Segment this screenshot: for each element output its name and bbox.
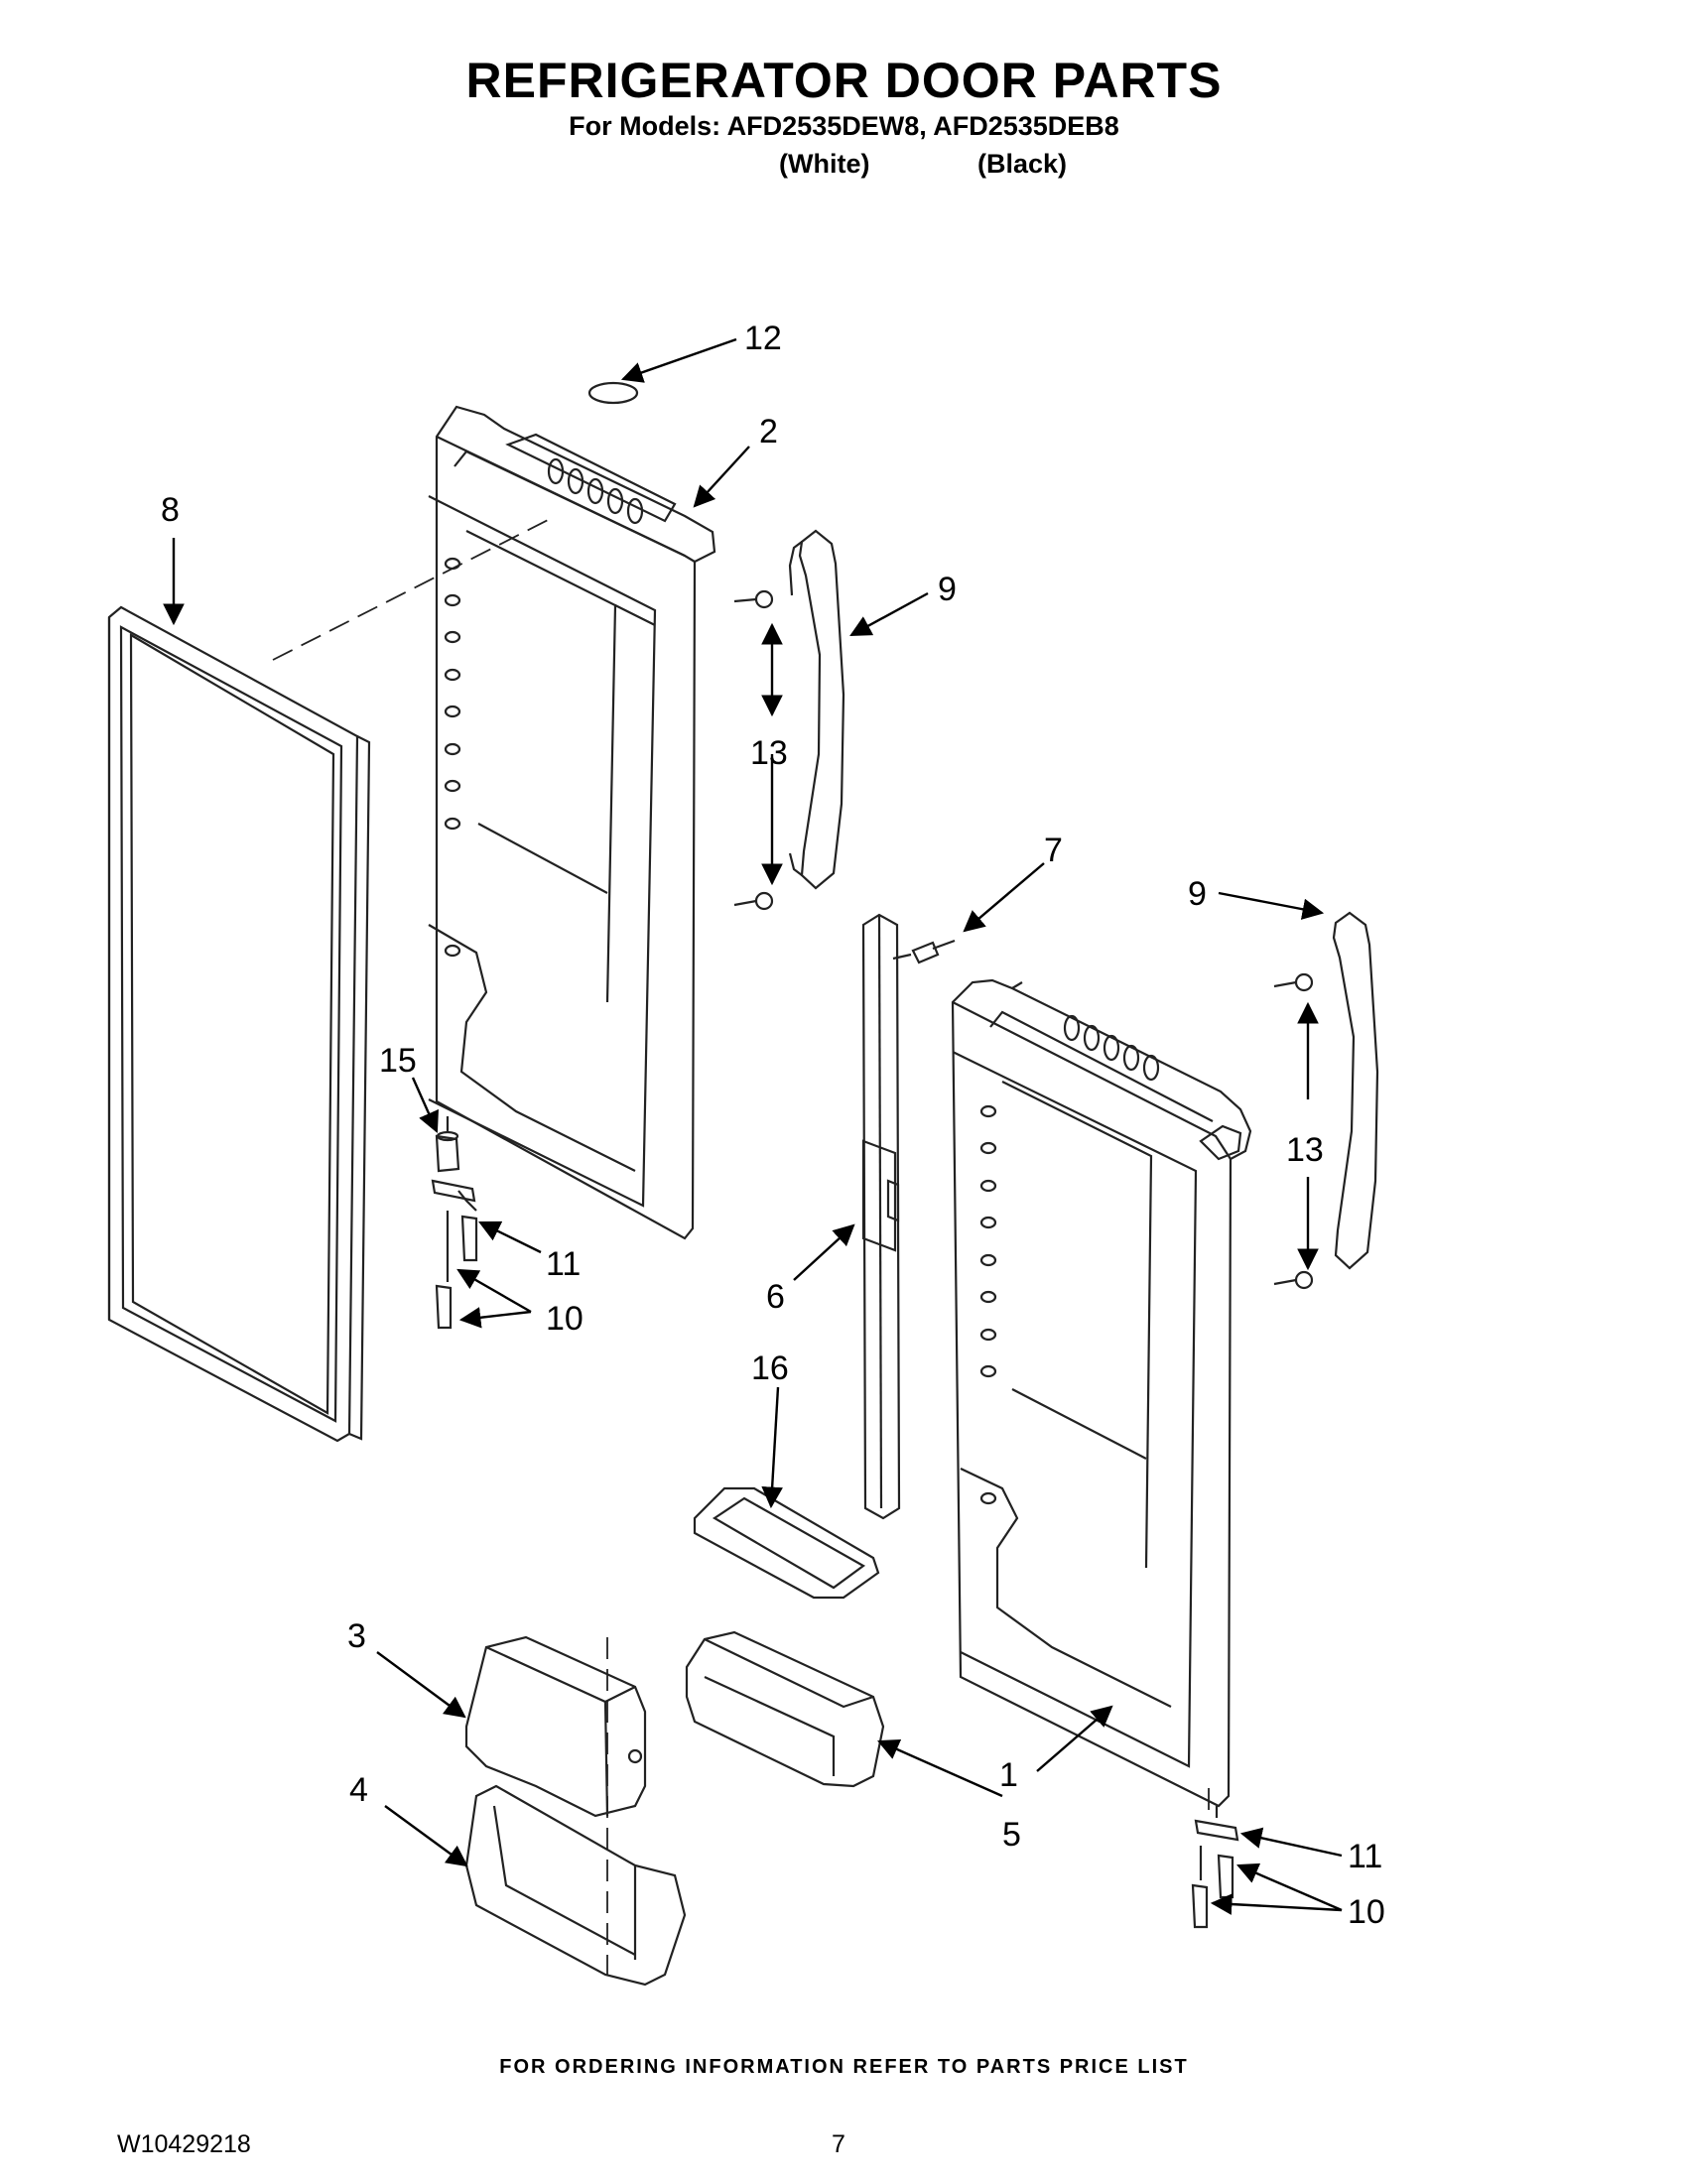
callout-13-right: 13 <box>1286 1131 1324 1169</box>
document-number: W10429218 <box>117 2130 251 2158</box>
bin-cover-part <box>464 1635 647 1818</box>
right-handle-screws <box>1273 972 1314 1290</box>
plug-part <box>587 381 639 405</box>
door-gasket-part <box>107 605 371 1443</box>
ordering-note: FOR ORDERING INFORMATION REFER TO PARTS … <box>499 2056 1189 2078</box>
callout-12: 12 <box>744 320 782 357</box>
models-line: For Models: AFD2535DEW8, AFD2535DEB8 <box>569 111 1119 141</box>
left-hinge-assembly <box>431 1116 478 1330</box>
callout-10-right: 10 <box>1348 1893 1385 1931</box>
right-door-shelf-studs <box>979 1104 997 1505</box>
leader-arrows <box>163 337 1343 1915</box>
callout-6: 6 <box>766 1278 785 1316</box>
shelf-part <box>693 1486 880 1600</box>
callout-3: 3 <box>347 1617 366 1655</box>
callout-13-left: 13 <box>750 734 788 772</box>
right-door-part <box>951 978 1252 1808</box>
callout-7: 7 <box>1044 832 1063 869</box>
left-door-shelf-studs <box>444 557 461 958</box>
mullion-part <box>861 913 901 1520</box>
callout-11-left: 11 <box>546 1245 581 1283</box>
door-bin-part <box>464 1784 687 1987</box>
callout-9-upper: 9 <box>938 571 957 608</box>
alignment-lines <box>272 515 1210 1975</box>
callout-15: 15 <box>379 1042 417 1080</box>
callout-1: 1 <box>999 1756 1018 1794</box>
left-door-vent-slots <box>547 457 644 525</box>
right-door-handle-part <box>1332 911 1379 1270</box>
callout-2: 2 <box>759 413 778 450</box>
page-number: 7 <box>832 2130 845 2158</box>
variant-black-label: (Black) <box>977 149 1068 179</box>
callout-4: 4 <box>349 1771 368 1809</box>
left-door-part <box>428 405 716 1240</box>
right-door-vent-slots <box>1063 1014 1160 1082</box>
small-bin-part <box>685 1630 885 1788</box>
callout-16: 16 <box>751 1349 789 1387</box>
callout-5: 5 <box>1002 1816 1021 1854</box>
callout-11-right: 11 <box>1348 1838 1382 1875</box>
variant-white-label: (White) <box>779 149 870 179</box>
callout-10-left: 10 <box>546 1300 584 1338</box>
right-hinge-assembly <box>1191 1806 1239 1929</box>
screw-part <box>892 939 956 964</box>
callout-8: 8 <box>161 491 180 529</box>
left-door-handle-part <box>788 529 845 890</box>
callout-9-lower: 9 <box>1188 875 1207 913</box>
left-handle-screws <box>733 589 774 911</box>
page-title: REFRIGERATOR DOOR PARTS <box>465 53 1223 108</box>
